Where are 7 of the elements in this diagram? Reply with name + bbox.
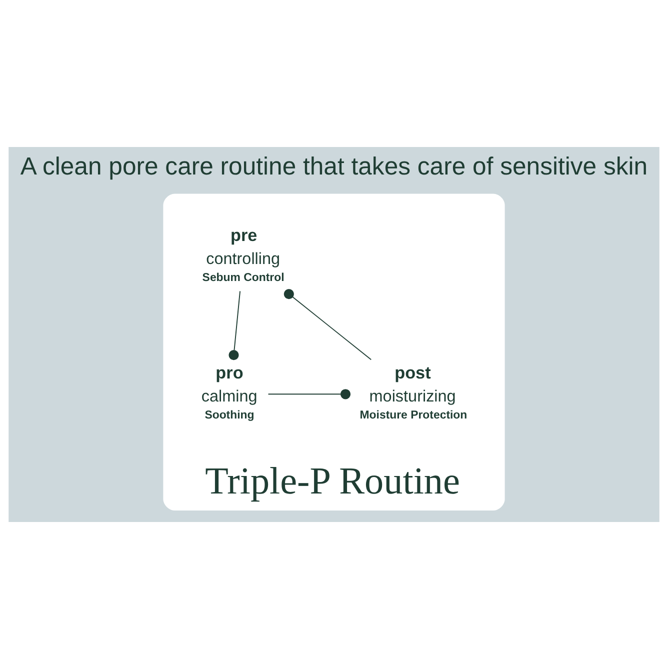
connector (228, 290, 241, 360)
node-text: post moisturizing Moisture Protection (360, 362, 468, 422)
node-text: pro calming Soothing (201, 362, 258, 422)
connector (268, 388, 351, 399)
node-text: pre controlling Sebum Control (202, 224, 284, 284)
diagram-title: A clean pore care routine that takes care of sensitive skin (20, 152, 648, 180)
connector (284, 288, 372, 360)
